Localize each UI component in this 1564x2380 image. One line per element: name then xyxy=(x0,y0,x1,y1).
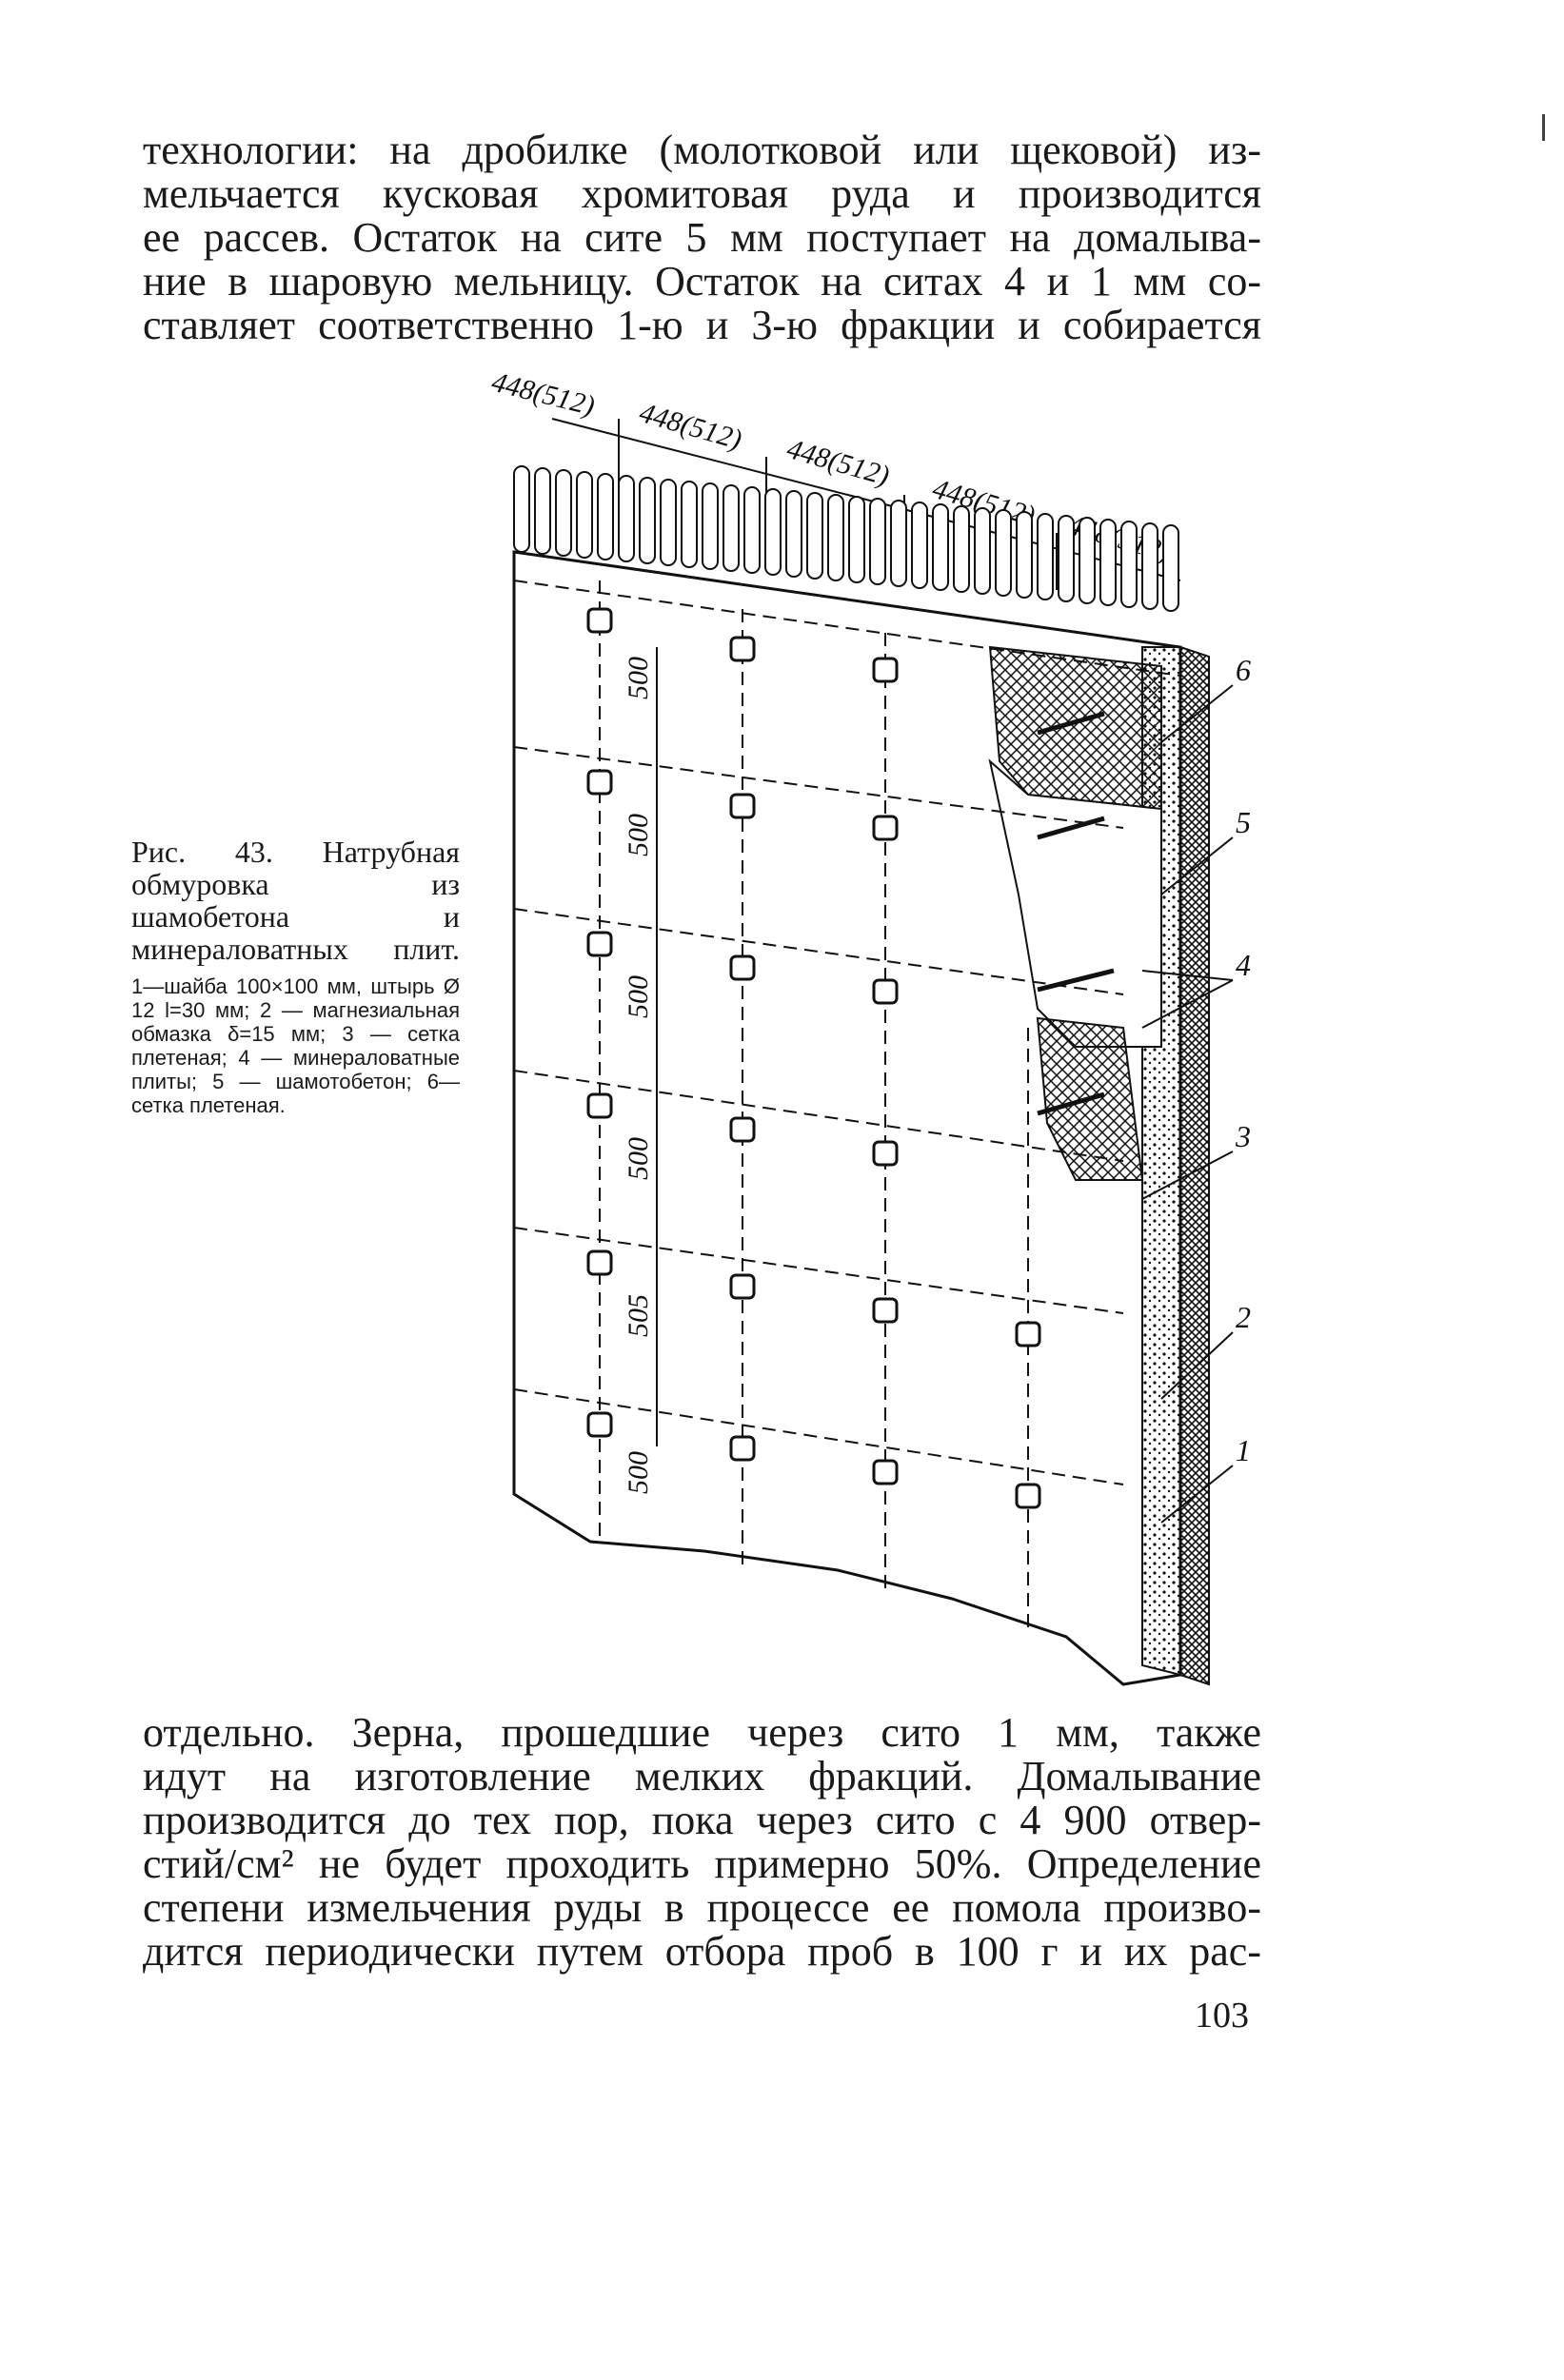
text-line: технологии: на дробилке (молотковой или … xyxy=(143,127,1261,173)
callout-label: 5 xyxy=(1236,805,1251,839)
caption-body: 1—шайба 100×100 мм, штырь Ø 12 l=30 мм; … xyxy=(131,974,460,1117)
top-paragraph: технологии: на дробилке (молотковой или … xyxy=(143,128,1261,347)
dimension-label: 448(512) xyxy=(636,397,745,456)
callout-label: 4 xyxy=(1236,948,1251,982)
figure-43-drawing: 448(512) 448(512) 448(512) 448(512) 448(… xyxy=(488,366,1251,1686)
text-line: мельчается кусковая хромитовая руда и пр… xyxy=(143,170,1261,217)
bottom-paragraph: отдельно. Зерна, прошедшие через сито 1 … xyxy=(143,1711,1261,1974)
text-line: ставляет соответственно 1-ю и 3-ю фракци… xyxy=(143,302,1261,348)
text-line: дится периодически путем отбора проб в 1… xyxy=(143,1928,1261,1975)
spacing-label: 500 xyxy=(623,1137,654,1180)
spacing-label: 500 xyxy=(623,814,654,856)
text-line: отдельно. Зерна, прошедшие через сито 1 … xyxy=(143,1709,1261,1756)
callout-label: 6 xyxy=(1236,653,1251,687)
dimension-label: 448(512) xyxy=(488,366,598,423)
callout-label: 3 xyxy=(1235,1119,1251,1153)
tube-row xyxy=(513,465,1179,612)
caption-title: Рис. 43. Натрубная обмуровка из шамобето… xyxy=(131,835,460,966)
text-line: идут на изготовление мелких фракций. Дом… xyxy=(143,1753,1261,1800)
text-line: ее рассев. Остаток на сите 5 мм поступае… xyxy=(143,214,1261,261)
text-line: производится до тех пор, пока через сито… xyxy=(143,1797,1261,1843)
text-line: степени измельчения руды в процессе ее п… xyxy=(143,1884,1261,1931)
callout-label: 2 xyxy=(1236,1300,1251,1334)
text-line: ние в шаровую мельницу. Остаток на ситах… xyxy=(143,258,1261,305)
text-line: стий/см² не будет проходить примерно 50%… xyxy=(143,1840,1261,1887)
figure-caption: Рис. 43. Натрубная обмуровка из шамобето… xyxy=(131,836,460,1117)
spacing-label: 505 xyxy=(623,1294,654,1337)
spacing-label: 500 xyxy=(623,1451,654,1494)
page-number: 103 xyxy=(1195,1996,1249,2036)
spacing-label: 500 xyxy=(623,657,654,699)
spacing-label: 500 xyxy=(623,975,654,1018)
anchor-pins xyxy=(1037,711,1115,1116)
washers xyxy=(586,607,1041,1509)
callout-leaders xyxy=(1141,684,1234,1524)
margin-mark xyxy=(1542,114,1545,141)
callout-label: 1 xyxy=(1236,1433,1251,1467)
